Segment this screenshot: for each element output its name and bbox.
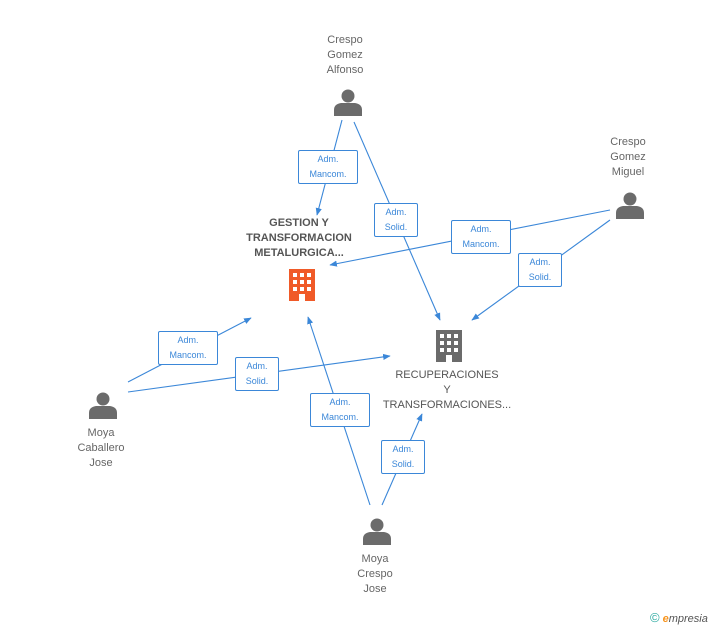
name-line: Jose xyxy=(363,583,387,595)
role-line: Adm. xyxy=(470,224,492,234)
person-icon-crespo-miguel[interactable] xyxy=(616,192,644,220)
brand-name: mpresia xyxy=(668,613,708,625)
role-line: Solid. xyxy=(384,222,408,232)
role-line: Solid. xyxy=(245,376,269,386)
edge-label-role[interactable]: Adm. Solid. xyxy=(518,253,562,287)
role-line: Mancom. xyxy=(309,169,347,179)
edge-label-role[interactable]: Adm. Mancom. xyxy=(158,331,218,365)
edge-label-role[interactable]: Adm. Mancom. xyxy=(310,393,370,427)
company-name-line: GESTION Y xyxy=(269,217,329,229)
company-name-line: METALURGICA... xyxy=(254,247,344,259)
name-line: Miguel xyxy=(611,166,645,178)
name-line: Crespo xyxy=(327,34,363,46)
role-line: Mancom. xyxy=(169,350,207,360)
person-label-moya-crespo[interactable]: Moya Crespo Jose xyxy=(320,552,430,597)
name-line: Moya xyxy=(87,427,115,439)
role-line: Adm. xyxy=(329,397,351,407)
edge-label-role[interactable]: Adm. Mancom. xyxy=(451,220,511,254)
company-name-line: RECUPERACIONES xyxy=(395,369,499,381)
person-icon-moya-caballero[interactable] xyxy=(89,392,117,420)
person-icon-crespo-alfonso[interactable] xyxy=(334,89,362,117)
company-name-line: TRANSFORMACION xyxy=(246,232,352,244)
person-icon-moya-crespo[interactable] xyxy=(363,518,391,546)
company-label-recuperaciones[interactable]: RECUPERACIONES Y TRANSFORMACIONES... xyxy=(372,368,522,413)
company-label-gestion[interactable]: GESTION Y TRANSFORMACION METALURGICA... xyxy=(229,216,369,261)
role-line: Adm. xyxy=(177,335,199,345)
name-line: Caballero xyxy=(77,442,125,454)
name-line: Alfonso xyxy=(326,64,364,76)
role-line: Mancom. xyxy=(462,239,500,249)
name-line: Crespo xyxy=(610,136,646,148)
company-name-line: Y xyxy=(443,384,451,396)
name-line: Jose xyxy=(89,457,113,469)
person-label-moya-caballero[interactable]: Moya Caballero Jose xyxy=(46,426,156,471)
role-line: Adm. xyxy=(529,257,551,267)
role-line: Solid. xyxy=(391,459,415,469)
name-line: Moya xyxy=(361,553,389,565)
person-label-crespo-alfonso[interactable]: Crespo Gomez Alfonso xyxy=(290,33,400,78)
edge-label-role[interactable]: Adm. Solid. xyxy=(374,203,418,237)
edge-label-role[interactable]: Adm. Mancom. xyxy=(298,150,358,184)
name-line: Gomez xyxy=(327,49,363,61)
building-icon-gestion[interactable] xyxy=(289,269,315,301)
role-line: Adm. xyxy=(246,361,268,371)
empresia-watermark[interactable]: ©empresia xyxy=(650,610,708,625)
role-line: Mancom. xyxy=(321,412,359,422)
name-line: Gomez xyxy=(610,151,646,163)
copyright-icon: © xyxy=(650,610,660,625)
person-label-crespo-miguel[interactable]: Crespo Gomez Miguel xyxy=(573,135,683,180)
brand-initial: e xyxy=(662,613,669,625)
role-line: Adm. xyxy=(392,444,414,454)
company-name-line: TRANSFORMACIONES... xyxy=(382,399,512,411)
edge-label-role[interactable]: Adm. Solid. xyxy=(381,440,425,474)
edge-label-role[interactable]: Adm. Solid. xyxy=(235,357,279,391)
building-icon-recuperaciones[interactable] xyxy=(436,330,462,362)
name-line: Crespo xyxy=(357,568,393,580)
role-line: Solid. xyxy=(528,272,552,282)
role-line: Adm. xyxy=(385,207,407,217)
role-line: Adm. xyxy=(317,154,339,164)
